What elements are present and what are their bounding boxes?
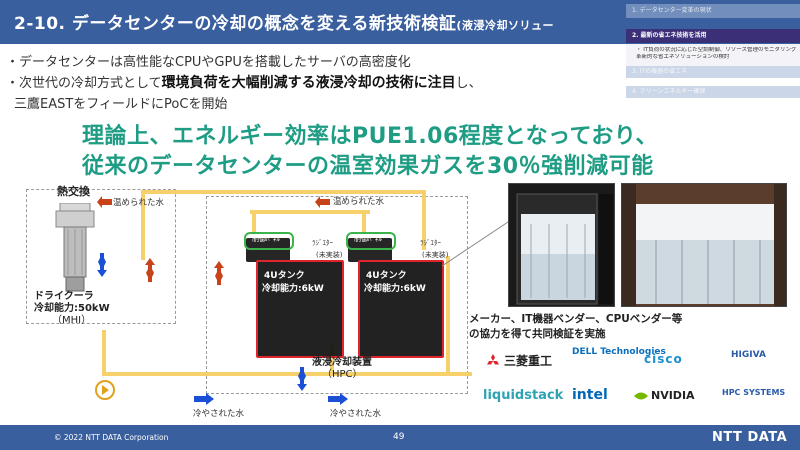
page-number: 49	[393, 432, 405, 442]
logo-mitsubishi-text: 三菱重工	[504, 354, 553, 368]
pipe-right-down	[446, 256, 450, 374]
photo-immersion-tank-inside-image	[622, 184, 786, 306]
cool-flow-arrow-down	[97, 253, 107, 277]
page-title-text: 2-10. データセンターの冷却の概念を変える新技術検証	[14, 14, 457, 34]
pipe-left-up	[141, 190, 145, 260]
logo-liquidstack: liquidstack	[483, 388, 563, 403]
nvidia-eye-icon	[634, 392, 648, 399]
cool-flow-arrow-left	[194, 393, 214, 405]
bullet-2-continuation: 三鷹EASTをフィールドにPoCを開始	[14, 97, 228, 112]
pipe-tank1-top	[252, 210, 256, 234]
bullet-2: ・次世代の冷却方式として環境負荷を大幅削減する液浸冷却の技術に注目し、	[6, 72, 482, 92]
logo-cisco-text: cisco	[644, 352, 683, 366]
footer-bar: © 2022 NTT DATA Corporation 49 NTT DATA	[0, 425, 800, 450]
dry-cooler-label: ドライクーラ	[34, 291, 94, 302]
pipe-bottom	[102, 372, 472, 376]
radiator-2-note: (未実装)	[422, 251, 449, 259]
bullet-2-suffix: し、	[455, 76, 482, 91]
immersion-cooling-box	[206, 196, 468, 394]
warm-water-label-top: 温められた水	[333, 197, 385, 207]
tank-1	[256, 260, 344, 358]
immersion-device-label: 液浸冷却装置	[312, 357, 372, 368]
headline-line-1: 理論上、エネルギー効率はPUE1.06程度となっており、	[82, 124, 658, 149]
pipe-right-top	[422, 190, 426, 250]
partners-description-line-1: メーカー、IT機器ベンダー、CPUベンダー等	[469, 313, 683, 325]
agenda-item-2-description: ・ IT負荷の状況に応じた空調制御、リソース管理のモニタリングや 革新的な省エネ…	[626, 44, 800, 66]
pipe-top	[141, 190, 424, 194]
agenda-panel: 1. データセンター変革の現状 2. 最新の省エネ技術を活用 ・ IT負荷の状況…	[626, 0, 800, 102]
warm-water-label-left: 温められた水	[113, 198, 165, 208]
pipe-left-down	[102, 330, 106, 374]
warm-flow-arrow-left	[97, 196, 112, 208]
bullet-2-emphasis: 環境負荷を大幅削減する液浸冷却の技術に注目	[161, 75, 456, 91]
logo-intel-text: intel	[572, 387, 608, 403]
control-panel-1-highlight	[244, 232, 294, 250]
tank-1-name: 4Uタンク	[264, 271, 305, 281]
logo-hpc-systems: HPC SYSTEMS	[722, 388, 785, 397]
logo-cisco: cisco	[644, 352, 683, 366]
page-title: 2-10. データセンターの冷却の概念を変える新技術検証(液浸冷却ソリュー	[14, 9, 554, 34]
logo-dell: DELL Technologies	[572, 347, 666, 357]
photo-immersion-tank-inside	[621, 183, 787, 307]
control-panel-1-label: 制御ﾊﾟﾈﾙ	[252, 235, 280, 243]
control-panel-1	[246, 238, 290, 262]
bullet-1: ・データセンターは高性能なCPUやGPUを搭載したサーバの高密度化	[6, 55, 411, 70]
headline-line-2: 従来のデータセンターの温室効果ガスを30％強削減可能	[82, 154, 654, 179]
heat-exchange-label: 熱交換	[57, 185, 90, 198]
warm-flow-arrow-up	[145, 258, 155, 282]
bullet-2-prefix: ・次世代の冷却方式として	[6, 76, 162, 91]
partners-description-line-2: の協力を得て共同検証を実施	[469, 328, 606, 340]
dry-cooler-capacity: 冷却能力:50kW	[34, 303, 110, 314]
logo-dell-text: DELL Technologies	[572, 347, 666, 357]
control-panel-2	[348, 238, 392, 262]
logo-nvidia-text: NVIDIA	[651, 389, 695, 402]
agenda-item-4[interactable]: 4. クリーンエネルギー確保	[626, 86, 800, 98]
page-title-subtitle: (液浸冷却ソリュー	[456, 19, 554, 32]
agenda-item-2[interactable]: 2. 最新の省エネ技術を活用	[626, 29, 800, 43]
cool-flow-arrow-right	[328, 393, 348, 405]
agenda-desc-line-1: ・ IT負荷の状況に応じた空調制御、リソース管理のモニタリングや	[636, 47, 796, 53]
agenda-desc-line-2: 革新的な省エネソリューションの検討	[636, 54, 730, 60]
tank-2-capacity: 冷却能力:6kW	[364, 284, 426, 294]
control-panel-2-highlight	[346, 232, 396, 250]
logo-mitsubishi: 三菱重工	[485, 352, 552, 369]
warm-flow-arrow-top	[315, 196, 330, 208]
agenda-item-1[interactable]: 1. データセンター変革の現状	[626, 4, 800, 18]
pump-icon	[95, 380, 115, 400]
mitsubishi-diamonds-icon	[487, 353, 499, 364]
tank-1-capacity: 冷却能力:6kW	[262, 284, 324, 294]
pipe-tank-bottom	[330, 345, 334, 373]
ntt-data-logo: NTT DATA	[712, 430, 788, 445]
cool-flow-arrow-tank	[297, 367, 307, 391]
logo-higiva-text: HIGIVA	[731, 350, 766, 360]
immersion-device-maker: （HPC）	[322, 369, 363, 380]
logo-higiva: HIGIVA	[731, 350, 766, 360]
radiator-2-label: ﾗｼﾞｴﾀｰ	[420, 239, 441, 247]
agenda-item-3[interactable]: 3. ITの機器の省エネ	[626, 66, 800, 78]
pipe-tank2-top	[362, 210, 366, 234]
heat-exchange-box	[26, 189, 176, 324]
photo-connector-line	[441, 221, 509, 267]
pipe-manifold-top	[250, 210, 370, 214]
tank-2-name: 4Uタンク	[366, 271, 407, 281]
warm-flow-arrow-tank	[214, 261, 224, 285]
control-panel-2-label: 制御ﾊﾟﾈﾙ	[354, 235, 382, 243]
logo-intel: intel	[572, 387, 608, 403]
cooled-water-label-right: 冷やされた水	[330, 409, 382, 419]
radiator-1-label: ﾗｼﾞｴﾀｰ	[312, 239, 333, 247]
cooled-water-label-left: 冷やされた水	[193, 409, 245, 419]
partners-description: メーカー、IT機器ベンダー、CPUベンダー等 の協力を得て共同検証を実施	[469, 312, 682, 342]
dry-cooler-maker: （MHI）	[52, 315, 92, 326]
photo-immersion-tank-side-image	[509, 184, 614, 306]
radiator-1-note: (未実装)	[316, 251, 343, 259]
dry-cooler-icon	[55, 203, 95, 292]
logo-liquidstack-text: liquidstack	[483, 388, 564, 403]
tank-2	[358, 260, 444, 358]
logo-nvidia: NVIDIA	[634, 389, 695, 402]
logo-hpc-systems-text: HPC SYSTEMS	[722, 388, 786, 397]
photo-immersion-tank-side	[508, 183, 615, 307]
footer-copyright: © 2022 NTT DATA Corporation	[54, 433, 169, 442]
